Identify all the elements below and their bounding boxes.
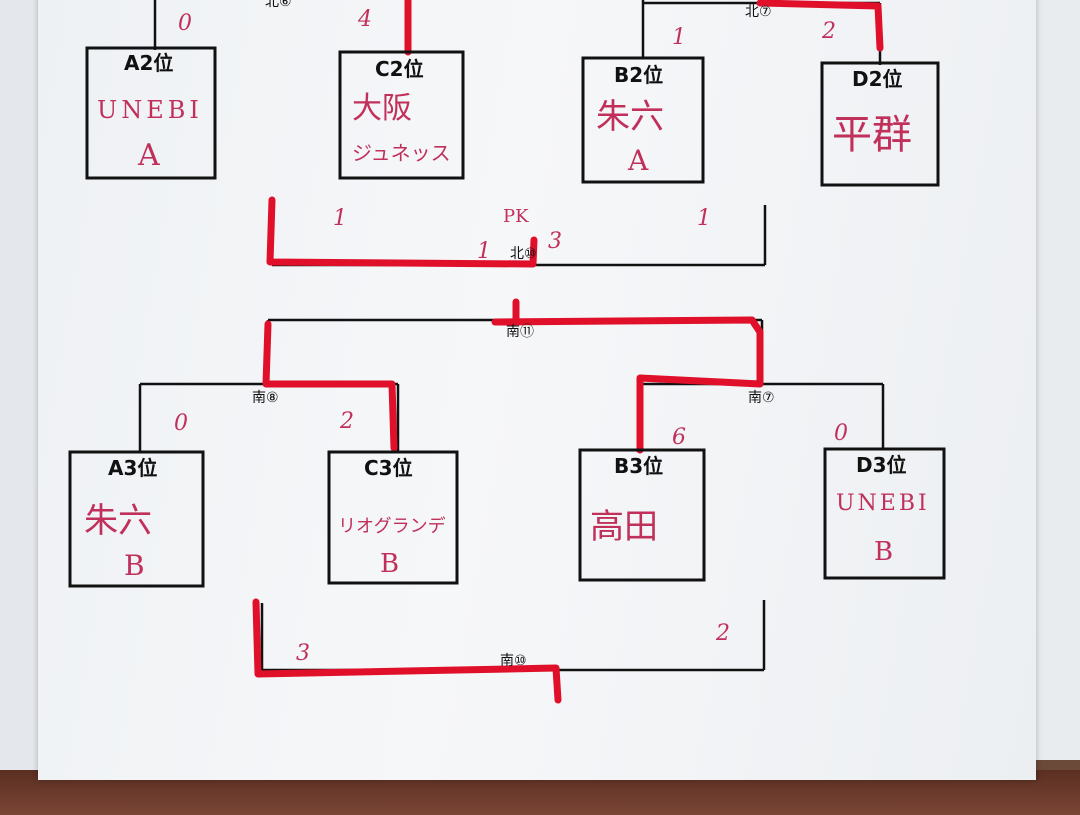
bracket-sheet [38, 0, 1036, 780]
node-south-11: 南⑪ [506, 324, 534, 340]
team-name-line2: B [124, 549, 145, 582]
team-name-line2: A [137, 138, 160, 173]
node-north-7: 北⑦ [745, 4, 772, 20]
node-south-7: 南⑦ [748, 390, 775, 406]
node-north-10: 北⑩ [510, 246, 537, 262]
team-name-line2: ジュネッス [352, 141, 451, 165]
seed-label: B2位 [614, 63, 663, 87]
north-10-pk-score: 3 [548, 229, 562, 254]
team-box-d3: D3位 UNEBI B 0 [823, 421, 946, 580]
team-name: 平群 [832, 112, 912, 158]
team-name: 大阪 [352, 91, 412, 126]
seed-label: D3位 [856, 453, 907, 477]
south-bracket-lines [138, 318, 885, 675]
team-name: 朱六 [84, 501, 152, 541]
north-10-score-left: 1 [333, 206, 347, 231]
team-score: 2 [339, 409, 354, 434]
seed-label: A2位 [124, 51, 173, 75]
north-10-score-right: 1 [697, 206, 711, 231]
team-box-b2: B2位 朱六 A 1 [581, 25, 705, 184]
north-10-score-left-small: 1 [477, 239, 491, 264]
north-winner-path [266, 0, 884, 268]
north-10-pk-note: PK [503, 206, 529, 227]
team-score: 4 [357, 7, 372, 32]
team-name: UNEBI [836, 491, 930, 516]
seed-label: C2位 [375, 57, 424, 81]
team-box-b3: B3位 高田 6 [578, 425, 706, 582]
team-score: 0 [174, 411, 188, 436]
team-score: 0 [834, 421, 848, 446]
team-box-a2: A2位 UNEBI A 0 [85, 11, 217, 180]
south-10-score-right: 2 [715, 621, 730, 646]
team-name: 朱六 [596, 97, 664, 137]
team-name-line2: A [627, 144, 649, 177]
team-box-c2: C2位 大阪 ジュネッス 4 [338, 7, 465, 180]
team-name: リオグランデ [338, 516, 446, 537]
south-winner-path [252, 298, 764, 704]
node-north-partial: 北⑥ [265, 0, 292, 10]
team-name-line2: B [380, 549, 399, 579]
node-south-8: 南⑧ [252, 390, 279, 406]
team-score: 2 [821, 19, 836, 44]
node-south-10: 南⑩ [500, 653, 527, 669]
seed-label: C3位 [364, 456, 413, 480]
seed-label: B3位 [614, 454, 663, 478]
team-box-a3: A3位 朱六 B 0 [68, 411, 205, 588]
team-name-line2: B [874, 537, 893, 567]
seed-label: A3位 [108, 456, 157, 480]
team-name: UNEBI [97, 96, 203, 124]
seed-label: D2位 [852, 67, 903, 91]
team-box-c3: C3位 リオグランデ B 2 [327, 409, 459, 585]
team-score: 6 [672, 425, 686, 450]
team-score: 0 [178, 11, 192, 36]
team-box-d2: D2位 平群 2 [820, 19, 940, 187]
team-name: 高田 [590, 507, 658, 547]
south-10-score-left: 3 [296, 641, 310, 666]
team-score: 1 [672, 25, 686, 50]
